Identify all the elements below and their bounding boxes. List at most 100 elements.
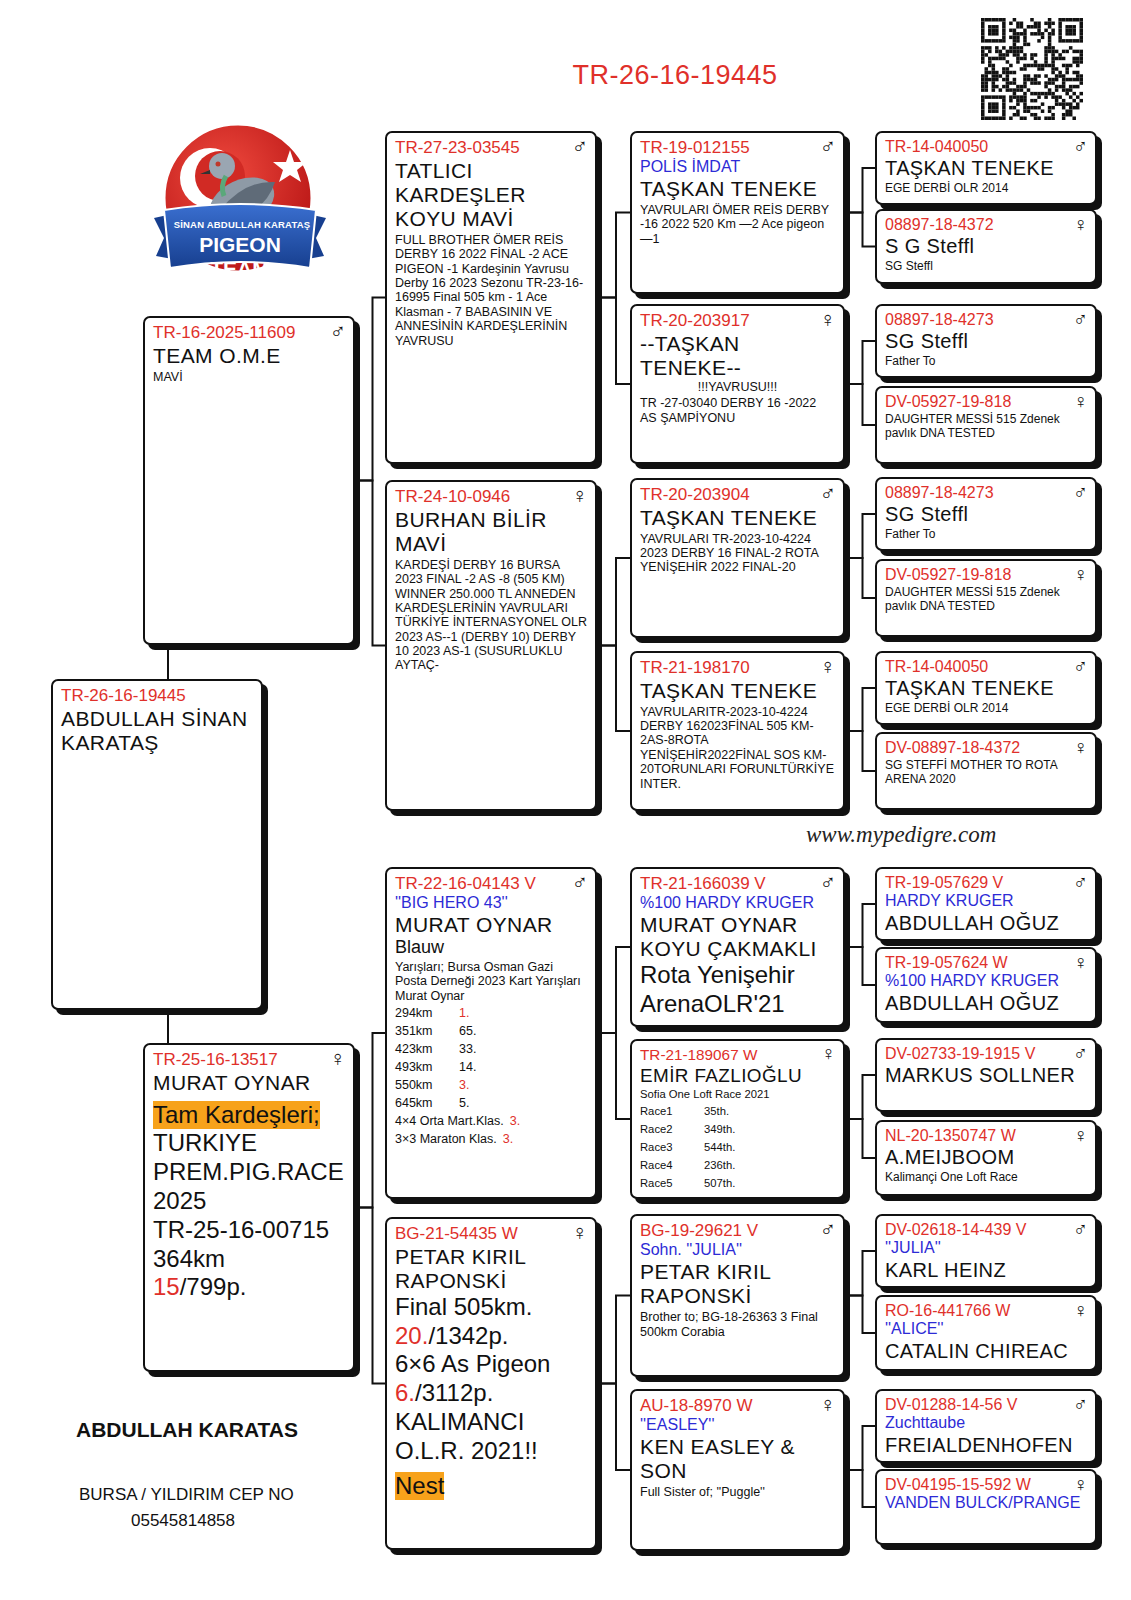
- qr-cell: [1016, 46, 1020, 50]
- pedigree-line: [597, 1033, 630, 1119]
- qr-cell: [995, 116, 999, 120]
- owner-name: SG Steffl: [885, 330, 1087, 353]
- qr-cell: [1055, 74, 1059, 78]
- qr-cell: [1044, 81, 1048, 85]
- pedigree-box: TR-27-23-03545♂TATLICI KARDEŞLER KOYU MA…: [385, 131, 597, 464]
- qr-cell: [1037, 32, 1041, 36]
- qr-cell: [1044, 85, 1048, 89]
- pedigree-line: [845, 514, 875, 558]
- ring-number: DV-05927-19-818: [885, 566, 1087, 584]
- qr-cell: [1020, 95, 1024, 99]
- qr-cell: [981, 113, 985, 117]
- qr-cell: [1002, 85, 1006, 89]
- qr-cell: [999, 18, 1003, 22]
- race-rank: 3.: [503, 1132, 513, 1146]
- result-count: /799p.: [180, 1273, 247, 1300]
- qr-cell: [1034, 78, 1038, 82]
- qr-cell: [1062, 102, 1066, 106]
- ring-number: TR-14-040050: [885, 138, 1087, 156]
- detail-text: EGE DERBİ OLR 2014: [885, 702, 1087, 716]
- qr-cell: [1076, 50, 1080, 54]
- qr-cell: [1013, 71, 1017, 75]
- qr-cell: [1030, 113, 1034, 117]
- qr-cell: [1009, 99, 1013, 103]
- qr-cell: [1048, 46, 1052, 50]
- qr-cell: [985, 71, 989, 75]
- qr-cell: [1051, 60, 1055, 64]
- qr-cell: [981, 29, 985, 33]
- qr-cell: [1076, 95, 1080, 99]
- qr-cell: [1058, 18, 1062, 22]
- detail-text: Yarışları; Bursa Osman Gazi Posta Derneğ…: [395, 960, 587, 1003]
- qr-cell: [1076, 85, 1080, 89]
- pedigree-box: DV-05927-19-818♀DAUGHTER MESSİ 515 Zdene…: [875, 386, 1097, 464]
- qr-cell: [1076, 60, 1080, 64]
- qr-cell: [1009, 95, 1013, 99]
- ring-number: DV-05927-19-818: [885, 393, 1087, 411]
- qr-cell: [1044, 50, 1048, 54]
- qr-cell: [1013, 39, 1017, 43]
- qr-cell: [1079, 78, 1083, 82]
- qr-cell: [1013, 43, 1017, 47]
- sex-symbol: ♀: [820, 656, 837, 678]
- ring-number: BG-19-29621 V: [640, 1221, 835, 1241]
- qr-cell: [1037, 116, 1041, 120]
- ring-number: TR-14-040050: [885, 658, 1087, 676]
- qr-cell: [1079, 32, 1083, 36]
- pedigree-line: [597, 1296, 630, 1384]
- qr-cell: [981, 88, 985, 92]
- qr-cell: [988, 64, 992, 68]
- sex-symbol: ♂: [1073, 1043, 1088, 1063]
- qr-cell: [1027, 43, 1031, 47]
- qr-cell: [1016, 50, 1020, 54]
- qr-cell: [999, 57, 1003, 61]
- pedigree-line: [845, 1296, 875, 1334]
- ring-number: 08897-18-4273: [885, 311, 1087, 329]
- pigeon-name: ''JULIA'': [885, 1239, 1087, 1257]
- ring-number: AU-18-8970 W: [640, 1396, 835, 1416]
- qr-cell: [1051, 95, 1055, 99]
- qr-cell: [1072, 39, 1076, 43]
- qr-cell: [1058, 53, 1062, 57]
- highlight-tag: Tam Kardeşleri;: [153, 1101, 320, 1130]
- qr-cell: [1055, 78, 1059, 82]
- qr-cell: [1002, 53, 1006, 57]
- qr-cell: [1016, 36, 1020, 40]
- qr-cell: [1023, 43, 1027, 47]
- qr-cell: [1016, 99, 1020, 103]
- qr-cell: [1079, 57, 1083, 61]
- qr-cell: [1034, 25, 1038, 29]
- race-rank: 544th.: [704, 1141, 735, 1153]
- qr-cell: [1041, 32, 1045, 36]
- detail-text: DAUGHTER MESSİ 515 Zdenek pavlık DNA TES…: [885, 586, 1087, 614]
- qr-cell: [1023, 57, 1027, 61]
- qr-cell: [988, 57, 992, 61]
- qr-cell: [1058, 102, 1062, 106]
- qr-cell: [1065, 78, 1069, 82]
- qr-cell: [1044, 116, 1048, 120]
- qr-cell: [1051, 71, 1055, 75]
- qr-cell: [1048, 92, 1052, 96]
- qr-cell: [1076, 57, 1080, 61]
- owner-name: PETAR KIRIL RAPONSKİ: [395, 1245, 587, 1293]
- qr-cell: [1030, 106, 1034, 110]
- pedigree-box: BG-21-54435 W♀PETAR KIRIL RAPONSKİFinal …: [385, 1217, 597, 1550]
- detail-text: !!!YAVRUSU!!!: [640, 380, 835, 394]
- qr-cell: [1030, 18, 1034, 22]
- qr-cell: [1006, 50, 1010, 54]
- qr-cell: [1016, 53, 1020, 57]
- qr-cell: [1013, 106, 1017, 110]
- qr-cell: [981, 36, 985, 40]
- qr-cell: [1076, 74, 1080, 78]
- qr-cell: [981, 60, 985, 64]
- qr-cell: [1065, 92, 1069, 96]
- qr-cell: [1069, 18, 1073, 22]
- ring-number: DV-04195-15-592 W: [885, 1476, 1087, 1494]
- qr-cell: [1079, 60, 1083, 64]
- qr-cell: [985, 95, 989, 99]
- qr-cell: [1044, 74, 1048, 78]
- qr-cell: [1069, 64, 1073, 68]
- qr-cell: [1069, 29, 1073, 33]
- qr-cell: [1062, 99, 1066, 103]
- pigeon-name: POLİS İMDAT: [640, 158, 835, 176]
